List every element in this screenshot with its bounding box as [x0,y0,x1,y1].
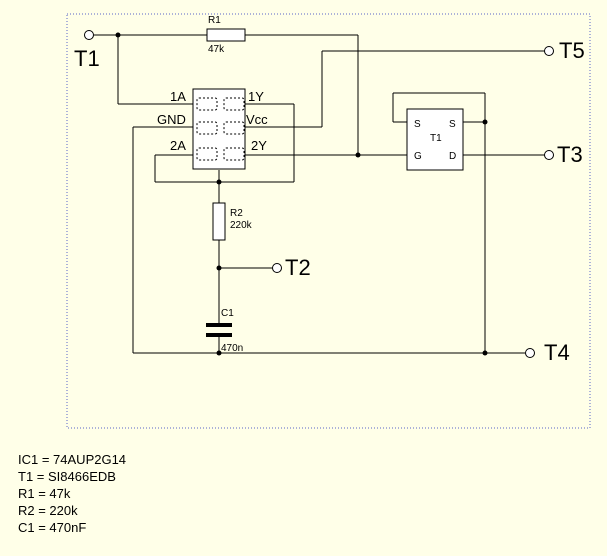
resistor-r2-ref: R2 [230,208,243,219]
capacitor-c1-value: 470n [221,343,243,354]
ic1-pin-2a: 2A [170,138,186,153]
resistor-r1-ref: R1 [208,15,221,26]
resistor-r1[interactable]: R1 47k [206,15,246,55]
capacitor-c1-ref: C1 [221,308,234,319]
terminal-t2-label: T2 [285,255,311,280]
terminal-t3[interactable]: T3 [544,142,583,167]
mosfet-pin-s-left: S [414,119,421,130]
junctions [115,32,488,356]
ic1-chip[interactable]: 1A 1Y GND Vcc 2A 2Y [157,88,268,170]
parts-list: IC1 = 74AUP2G14 T1 = SI8466EDB R1 = 47k … [18,451,126,536]
parts-list-item: T1 = SI8466EDB [18,469,116,484]
capacitor-c1[interactable]: C1 470n [206,308,243,354]
ic1-pin-1a: 1A [170,89,186,104]
resistor-r2-value: 220k [230,220,253,231]
terminal-t1[interactable]: T1 [74,30,100,72]
terminal-t5[interactable]: T5 [544,38,585,63]
parts-list-item: R1 = 47k [18,486,71,501]
terminal-t3-label: T3 [557,142,583,167]
terminal-t5-label: T5 [559,38,585,63]
parts-list-item: R2 = 220k [18,503,78,518]
terminal-t2[interactable]: T2 [272,255,311,280]
wires [94,34,545,354]
ic1-pin-1y: 1Y [248,89,264,104]
ic1-pin-gnd: GND [157,112,186,127]
schematic-frame [66,13,591,429]
mosfet-ref: T1 [430,133,442,144]
mosfet-pin-d: D [449,151,456,162]
terminal-t4[interactable]: T4 [525,340,570,365]
terminal-t4-label: T4 [544,340,570,365]
mosfet-t1[interactable]: S S T1 G D [406,108,464,171]
parts-list-item: IC1 = 74AUP2G14 [18,452,127,467]
ic1-pin-vcc: Vcc [246,112,268,127]
mosfet-pin-g: G [414,151,422,162]
resistor-r2[interactable]: R2 220k [212,202,253,241]
mosfet-pin-s-right: S [449,119,456,130]
ic1-pin-2y: 2Y [251,138,267,153]
terminal-t1-label: T1 [74,46,100,71]
parts-list-item: C1 = 470nF [18,520,87,535]
resistor-r1-value: 47k [208,44,225,55]
